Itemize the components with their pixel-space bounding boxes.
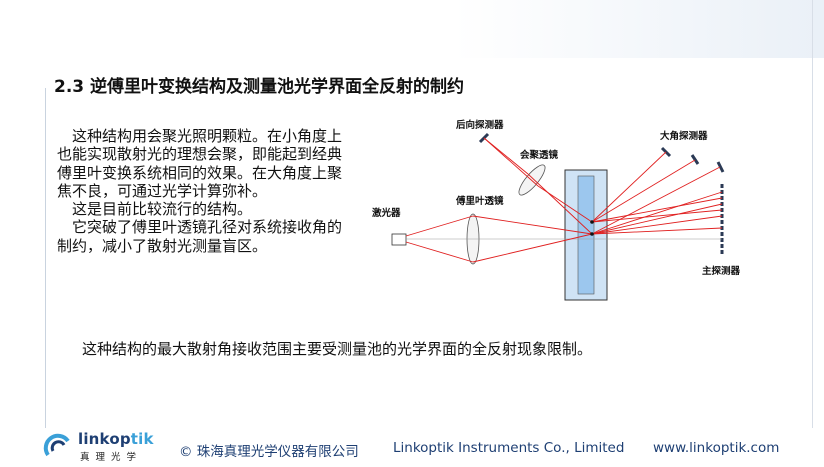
- particle-2: [590, 232, 594, 236]
- rays: [405, 137, 723, 263]
- logo-wordmark: linkoptik: [78, 430, 154, 448]
- body-text: 这种结构用会聚光照明颗粒。在小角度上也能实现散射光的理想会聚，即能起到经典傅里叶…: [57, 127, 347, 255]
- particle-1: [590, 220, 594, 224]
- footer: [0, 428, 824, 467]
- label-main-detector: 主探测器: [702, 265, 741, 277]
- label-wide-angle-detector: 大角探测器: [660, 130, 708, 142]
- left-divider: [45, 88, 46, 430]
- footer-website[interactable]: www.linkoptik.com: [653, 440, 780, 456]
- paragraph-3: 它突破了傅里叶透镜孔径对系统接收角的制约，减小了散射光测量盲区。: [57, 218, 343, 255]
- paragraph-2: 这是目前比较流行的结构。: [72, 200, 253, 219]
- label-fourier-lens: 傅里叶透镜: [455, 195, 504, 207]
- laser-source: [391, 233, 407, 246]
- optical-diagram: 激光器 傅里叶透镜 会聚透镜 后向探测器 大角探测器 主探测器: [372, 119, 741, 301]
- label-converging-lens: 会聚透镜: [520, 149, 559, 161]
- footer-company: Linkoptik Instruments Co., Limited: [393, 440, 625, 456]
- slide-title: 2.3 逆傅里叶变换结构及测量池光学界面全反射的制约: [54, 77, 465, 97]
- logo-subtitle: 真理光学: [80, 452, 143, 463]
- footer-copyright: © 珠海真理光学仪器有限公司: [179, 444, 359, 460]
- paragraph-1: 这种结构用会聚光照明颗粒。在小角度上也能实现散射光的理想会聚，即能起到经典傅里叶…: [57, 127, 343, 200]
- summary-text: 这种结构的最大散射角接收范围主要受测量池的光学界面的全反射现象限制。: [82, 340, 593, 358]
- logo-mark-icon: [43, 433, 70, 457]
- logo-word-main: linkop: [78, 430, 131, 448]
- right-divider: [812, 0, 813, 430]
- linkoptik-logo: [43, 433, 70, 457]
- logo-word-accent: tik: [130, 430, 154, 448]
- wide-angle-detector-3: [716, 161, 725, 173]
- label-laser: 激光器: [372, 207, 401, 219]
- wide-angle-detector-2: [690, 154, 700, 165]
- label-back-detector: 后向探测器: [456, 119, 504, 131]
- header-strip: [0, 0, 824, 58]
